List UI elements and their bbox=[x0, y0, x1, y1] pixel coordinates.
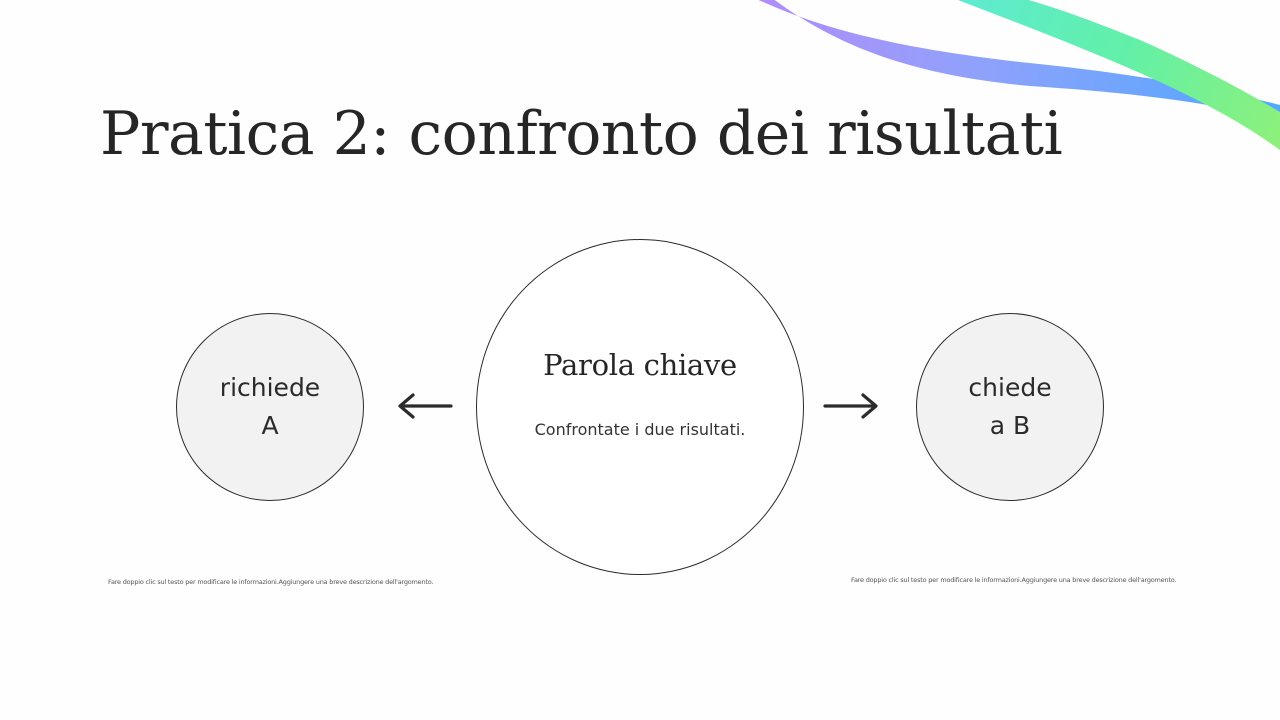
center-node-circle[interactable]: Parola chiave Confrontate i due risultat… bbox=[476, 239, 804, 575]
center-node-heading: Parola chiave bbox=[543, 347, 737, 382]
center-node-body: Confrontate i due risultati. bbox=[534, 419, 746, 439]
arrow-right-icon bbox=[823, 393, 878, 419]
right-node-label: chiede a B bbox=[968, 373, 1052, 440]
left-caption[interactable]: Fare doppio clic sul testo per modificar… bbox=[108, 578, 434, 586]
slide-title[interactable]: Pratica 2: confronto dei risultati bbox=[100, 99, 1063, 169]
right-caption[interactable]: Fare doppio clic sul testo per modificar… bbox=[851, 576, 1177, 584]
arrow-left-icon bbox=[398, 393, 453, 419]
left-node-circle[interactable]: richiede A bbox=[176, 313, 364, 501]
right-node-circle[interactable]: chiede a B bbox=[916, 313, 1104, 501]
left-node-label: richiede A bbox=[219, 373, 321, 440]
